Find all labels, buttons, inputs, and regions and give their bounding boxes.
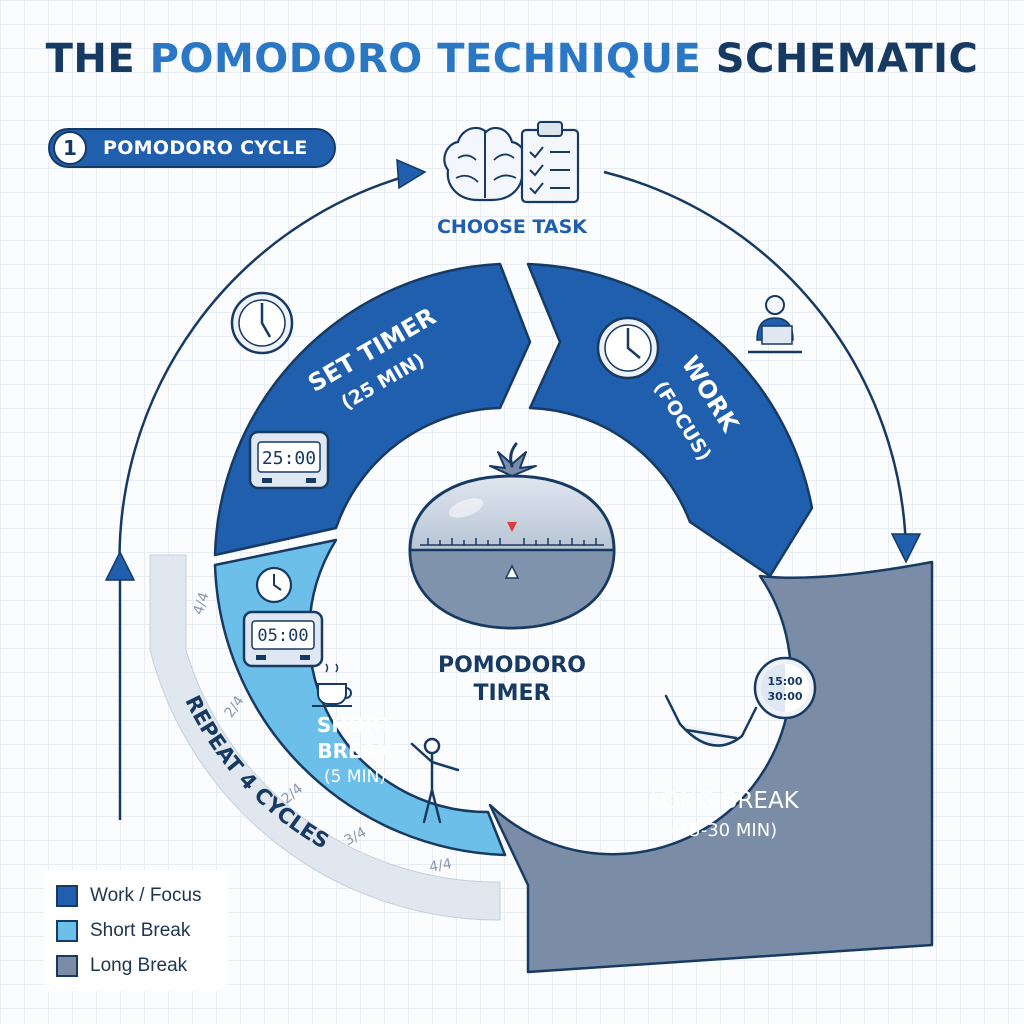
arrow-head-up-icon	[104, 550, 136, 581]
repeat-marker-2: 2/4	[222, 693, 248, 721]
brain-icon	[443, 126, 527, 202]
legend-swatch-work	[56, 884, 78, 907]
title-highlight: POMODORO TECHNIQUE	[149, 36, 702, 82]
arrow-head-right-icon	[396, 158, 427, 190]
checklist-clipboard-icon	[520, 121, 580, 204]
small-clock-icon	[255, 566, 293, 604]
tomato-timer-icon	[408, 442, 616, 630]
long-break-duration: (15-30 MIN)	[671, 820, 777, 841]
legend: Work / Focus Short Break Long Break	[44, 870, 228, 991]
legend-label-work: Work / Focus	[90, 884, 202, 906]
title-part-1: THE	[45, 36, 150, 82]
title-part-2: SCHEMATIC	[701, 36, 979, 82]
hammock-icon	[664, 694, 758, 747]
section-badge: 1 POMODORO CYCLE	[48, 128, 336, 168]
long-break-clock-bottom: 30:00	[767, 690, 802, 703]
digital-timer-icon: 25:00	[248, 430, 330, 490]
section-label: POMODORO CYCLE	[103, 137, 308, 159]
center-label-2: TIMER	[473, 681, 550, 706]
set-timer-display: 25:00	[262, 448, 316, 469]
legend-item-work: Work / Focus	[56, 878, 216, 913]
outer-cycle-arc-right	[603, 170, 908, 553]
wall-clock-icon	[230, 291, 294, 355]
long-break-title: LONG BREAK	[649, 788, 799, 814]
page-title: THE POMODORO TECHNIQUE SCHEMATIC	[0, 36, 1024, 82]
long-break-clock-icon: 15:00 30:00	[753, 656, 817, 720]
short-break-title-1: SHORT	[317, 713, 394, 737]
legend-label-long-break: Long Break	[90, 954, 188, 976]
short-break-timer-icon: 05:00	[242, 610, 324, 668]
legend-swatch-short-break	[56, 919, 78, 942]
legend-swatch-long-break	[56, 954, 78, 977]
coffee-cup-icon	[312, 663, 352, 707]
center-label-1: POMODORO	[438, 653, 586, 678]
stretching-person-icon	[410, 737, 460, 824]
person-at-laptop-icon	[748, 295, 802, 354]
short-break-title-2: BREAK	[317, 739, 394, 763]
choose-task-label: CHOOSE TASK	[437, 216, 588, 238]
repeat-cycles-band	[149, 554, 501, 921]
outer-cycle-arc-left	[118, 173, 411, 820]
short-break-display: 05:00	[257, 626, 308, 646]
work-clock-icon	[596, 316, 660, 380]
arrow-head-down-icon	[890, 533, 922, 564]
legend-item-short-break: Short Break	[56, 913, 216, 948]
repeat-marker-1: 4/4	[190, 590, 212, 616]
long-break-segment	[488, 560, 934, 974]
legend-item-long-break: Long Break	[56, 948, 216, 983]
short-break-duration: (5 MIN)	[324, 767, 386, 787]
long-break-clock-top: 15:00	[767, 675, 802, 688]
legend-label-short-break: Short Break	[90, 919, 191, 941]
section-number: 1	[53, 131, 87, 165]
repeat-marker-5: 4/4	[428, 856, 453, 876]
